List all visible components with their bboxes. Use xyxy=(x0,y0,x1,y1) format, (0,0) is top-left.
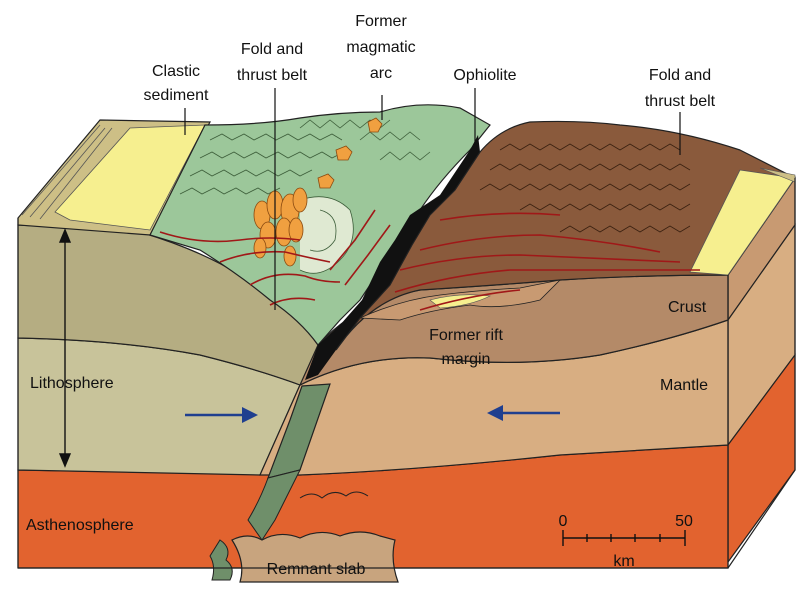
orange-plutons xyxy=(253,117,383,267)
label-clastic-2: sediment xyxy=(144,87,209,104)
label-ophiolite: Ophiolite xyxy=(453,67,516,84)
label-mantle: Mantle xyxy=(660,377,708,394)
block-right-face xyxy=(727,176,796,564)
lithosphere-thickness-arrow xyxy=(58,228,72,468)
label-arc-3: arc xyxy=(370,65,392,82)
label-asthenosphere: Asthenosphere xyxy=(26,517,134,534)
label-arc-2: magmatic xyxy=(346,39,415,56)
label-arc-1: Former xyxy=(355,13,407,30)
scale-unit-label: km xyxy=(613,553,634,570)
label-fold-left-1: Fold and xyxy=(241,41,303,58)
label-fold-left-2: thrust belt xyxy=(237,67,308,84)
leader-lines xyxy=(184,88,681,310)
plate-motion-arrow-right xyxy=(487,405,560,421)
label-rift-2: margin xyxy=(442,351,491,368)
green-terrain xyxy=(149,104,491,346)
label-clastic-1: Clastic xyxy=(152,63,200,80)
label-lithosphere: Lithosphere xyxy=(30,375,114,392)
remnant-slab xyxy=(231,491,399,583)
label-fold-right-1: Fold and xyxy=(649,67,711,84)
scale-start-label: 0 xyxy=(559,513,568,530)
label-fold-right-2: thrust belt xyxy=(645,93,716,110)
thrust-faults xyxy=(159,209,700,311)
subducting-slab xyxy=(209,383,331,581)
scale-bar xyxy=(562,530,686,546)
label-rift-1: Former rift xyxy=(429,327,503,344)
block-outlines xyxy=(17,178,796,569)
label-crust: Crust xyxy=(668,299,707,316)
ophiolite-band xyxy=(305,135,480,380)
scale-end-label: 50 xyxy=(675,513,693,530)
label-remnant-slab: Remnant slab xyxy=(267,561,366,578)
plate-motion-arrow-left xyxy=(185,407,258,423)
